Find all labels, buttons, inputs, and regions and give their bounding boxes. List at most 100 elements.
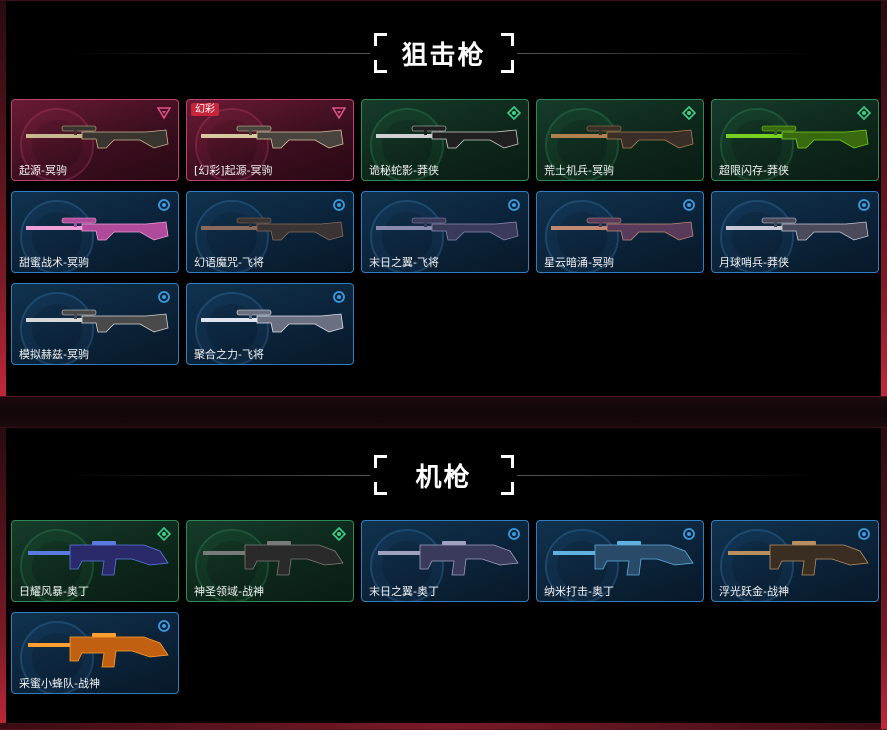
skin-card-label: 聚合之力-飞将 [194, 348, 264, 361]
skin-card[interactable]: 末日之翼-飞将 [361, 191, 529, 273]
rarity-diamond-icon [156, 526, 172, 542]
rarity-diamond-icon [331, 526, 347, 542]
rarity-circle-icon [682, 526, 696, 540]
machine-gun-image [547, 533, 695, 583]
card-background-rings [195, 529, 269, 601]
sniper-rifle-image [197, 112, 345, 162]
section-title-text: 机枪 [415, 462, 472, 493]
skin-card-label: 甜蜜战术-冥驹 [19, 256, 89, 269]
machine-gun-image [22, 625, 170, 675]
sniper-rifle-image [22, 204, 170, 254]
rarity-circle-icon [857, 197, 871, 211]
card-background-rings [545, 200, 619, 272]
rarity-diamond-icon [856, 105, 872, 121]
skin-card[interactable]: 模拟赫兹-冥驹 [11, 283, 179, 365]
card-background-rings [20, 621, 94, 693]
skin-card[interactable]: 聚合之力-飞将 [186, 283, 354, 365]
machine-gun-image [197, 533, 345, 583]
machine-gun-panel: 机枪 日耀风暴-奥丁 神圣领域-战神 末日之翼-奥丁 纳米打击-奥丁 浮光跃金-战神采蜜… [0, 427, 887, 730]
rarity-diamond-icon [681, 105, 697, 121]
skin-card-label: 幻语魔咒-飞将 [194, 256, 264, 269]
sniper-panel: 狙击枪 起源-冥驹 幻彩[幻彩]起源-冥驹诡秘蛇影-莽侠 荒土机兵-冥驹 超限闪存-莽… [0, 0, 887, 397]
machine-gun-section-title: 机枪 [0, 455, 887, 495]
skin-card[interactable]: 浮光跃金-战神 [711, 520, 879, 602]
sniper-section-title: 狙击枪 [0, 33, 887, 73]
sniper-rifle-image [547, 204, 695, 254]
skin-card-label: 日耀风暴-奥丁 [19, 585, 89, 598]
skin-card[interactable]: 幻彩[幻彩]起源-冥驹 [186, 99, 354, 181]
skin-card[interactable]: 幻语魔咒-飞将 [186, 191, 354, 273]
card-background-rings [195, 200, 269, 272]
skin-card[interactable]: 诡秘蛇影-莽侠 [361, 99, 529, 181]
skin-card-label: 起源-冥驹 [19, 164, 67, 177]
title-line-left [70, 53, 370, 54]
skin-card-label: 浮光跃金-战神 [719, 585, 789, 598]
skin-card[interactable]: 超限闪存-莽侠 [711, 99, 879, 181]
sniper-rifle-image [547, 112, 695, 162]
skin-card[interactable]: 神圣领域-战神 [186, 520, 354, 602]
skin-card-label: 荒土机兵-冥驹 [544, 164, 614, 177]
rarity-triangle-icon [156, 105, 172, 120]
card-background-rings [370, 529, 444, 601]
skin-card-label: 月球哨兵-莽侠 [719, 256, 789, 269]
title-bracket: 机枪 [373, 455, 514, 495]
skin-card[interactable]: 末日之翼-奥丁 [361, 520, 529, 602]
card-background-rings [720, 200, 794, 272]
skin-card-label: 星云暗涌-冥驹 [544, 256, 614, 269]
rarity-circle-icon [157, 618, 171, 632]
skin-card[interactable]: 荒土机兵-冥驹 [536, 99, 704, 181]
card-background-rings [20, 200, 94, 272]
skin-card-label: 模拟赫兹-冥驹 [19, 348, 89, 361]
skin-card[interactable]: 日耀风暴-奥丁 [11, 520, 179, 602]
rarity-circle-icon [507, 197, 521, 211]
card-background-rings [195, 292, 269, 364]
rarity-circle-icon [857, 526, 871, 540]
card-background-rings [720, 529, 794, 601]
card-background-rings [20, 108, 94, 180]
title-line-right [517, 475, 817, 476]
title-bracket: 狙击枪 [373, 33, 514, 73]
card-background-rings [370, 200, 444, 272]
sniper-rifle-image [22, 296, 170, 346]
title-line-right [517, 53, 817, 54]
skin-card-label: 末日之翼-飞将 [369, 256, 439, 269]
skin-card[interactable]: 星云暗涌-冥驹 [536, 191, 704, 273]
sniper-rifle-image [722, 204, 870, 254]
card-background-rings [370, 108, 444, 180]
skin-card[interactable]: 纳米打击-奥丁 [536, 520, 704, 602]
sniper-rifle-image [197, 204, 345, 254]
title-line-left [70, 475, 370, 476]
card-background-rings [20, 292, 94, 364]
skin-card-label: 采蜜小蜂队-战神 [19, 677, 100, 690]
card-background-rings [545, 529, 619, 601]
rarity-circle-icon [682, 197, 696, 211]
card-background-rings [195, 108, 269, 180]
card-background-rings [545, 108, 619, 180]
sniper-rifle-image [197, 296, 345, 346]
variant-tag: 幻彩 [191, 103, 219, 116]
rarity-circle-icon [332, 197, 346, 211]
rarity-circle-icon [332, 289, 346, 303]
machine-gun-image [372, 533, 520, 583]
skin-card[interactable]: 采蜜小蜂队-战神 [11, 612, 179, 694]
rarity-triangle-icon [331, 105, 347, 120]
card-background-rings [720, 108, 794, 180]
sniper-rifle-image [372, 112, 520, 162]
machine-gun-image [22, 533, 170, 583]
skin-card[interactable]: 月球哨兵-莽侠 [711, 191, 879, 273]
machine-gun-image [722, 533, 870, 583]
sniper-rifle-image [722, 112, 870, 162]
skin-card-label: 超限闪存-莽侠 [719, 164, 789, 177]
rarity-circle-icon [157, 197, 171, 211]
skin-card[interactable]: 甜蜜战术-冥驹 [11, 191, 179, 273]
sniper-rifle-image [372, 204, 520, 254]
rarity-circle-icon [507, 526, 521, 540]
skin-card[interactable]: 起源-冥驹 [11, 99, 179, 181]
skin-card-label: 末日之翼-奥丁 [369, 585, 439, 598]
section-divider [0, 397, 887, 427]
rarity-circle-icon [157, 289, 171, 303]
skin-card-label: 诡秘蛇影-莽侠 [369, 164, 439, 177]
skin-card-label: 神圣领域-战神 [194, 585, 264, 598]
bottom-strip [0, 723, 887, 729]
skin-card-label: 纳米打击-奥丁 [544, 585, 614, 598]
